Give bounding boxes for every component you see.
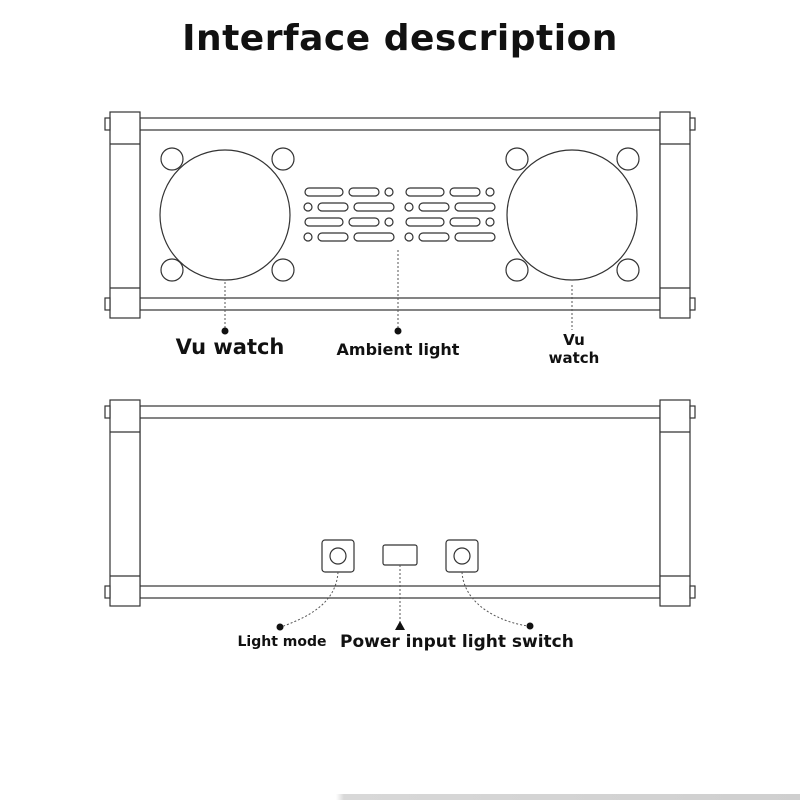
front-bottom-rail [139,297,661,311]
back-top-rail [139,405,661,419]
label-light-mode: Light mode [237,634,327,650]
back-leader-lines [280,565,529,628]
power-input-port [382,544,418,566]
back-bottom-rail [139,585,661,599]
front-leader-lines [224,250,573,330]
page-title: Interface description [182,18,618,59]
label-vu-watch-right-line1: Vu [563,331,585,349]
front-panel-view [104,111,696,319]
back-right-bracket [659,399,696,607]
light-switch-button [445,539,479,573]
front-right-bracket [659,111,696,319]
back-panel-view [104,399,696,607]
vu-meter-left [159,147,295,282]
ambient-light-grille [303,187,496,242]
front-top-rail [139,117,661,131]
label-ambient-light: Ambient light [336,340,460,359]
label-power-input-light-switch: Power input light switch [340,632,574,652]
label-vu-watch-right-line2: watch [548,349,600,367]
leader-arrow-power [395,621,405,630]
vu-meter-right [505,147,640,282]
leader-dot-vu-left [221,327,229,335]
leader-dot-ambient [394,327,402,335]
label-vu-watch-left: Vu watch [175,335,285,359]
label-vu-watch-right: Vu watch [535,331,613,367]
leader-dot-light-mode [276,623,284,631]
light-mode-button [321,539,355,573]
back-left-bracket [104,399,141,607]
front-left-bracket [104,111,141,319]
bottom-edge-strip [0,794,800,800]
leader-dot-light-switch [526,622,534,630]
